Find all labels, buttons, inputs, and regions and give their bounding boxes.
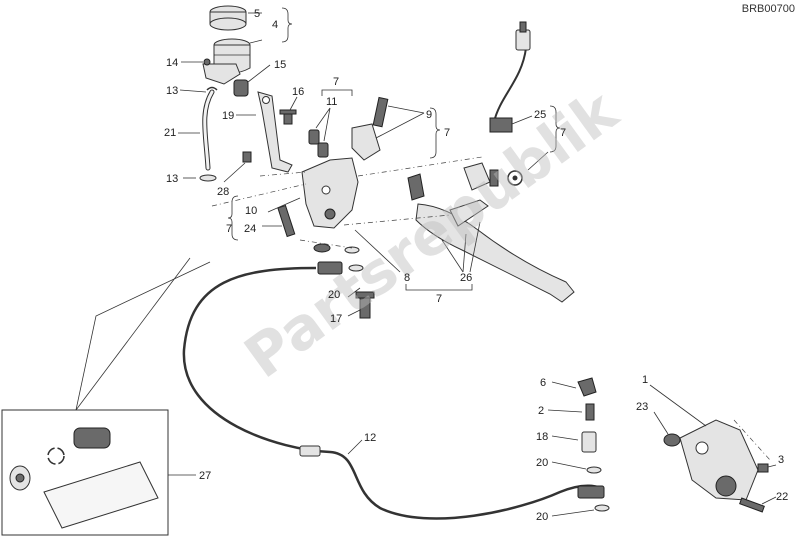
- repair-kit-inset-27[interactable]: [1, 257, 211, 536]
- callout-23: 23: [636, 401, 648, 413]
- bracket-19[interactable]: [257, 91, 293, 173]
- callout-7c: 7: [560, 127, 566, 139]
- washer-left[interactable]: [313, 243, 331, 253]
- callout-2: 2: [538, 405, 544, 417]
- screw-14[interactable]: [203, 58, 211, 66]
- clutch-lever[interactable]: [415, 199, 575, 303]
- bleeder-cap-6[interactable]: [577, 377, 597, 397]
- screw-28[interactable]: [242, 151, 252, 163]
- hose-clip-13-bottom[interactable]: [199, 174, 217, 182]
- callout-7a: 7: [333, 76, 339, 88]
- callout-21: 21: [164, 127, 176, 139]
- banjo-washers-20[interactable]: [344, 246, 364, 272]
- bleeder-valve-2[interactable]: [585, 403, 595, 421]
- callout-16: 16: [292, 86, 304, 98]
- callout-1: 1: [642, 374, 648, 386]
- clutch-hose-12[interactable]: [182, 261, 605, 520]
- callout-7b: 7: [444, 127, 450, 139]
- callout-13b: 13: [166, 173, 178, 185]
- callout-7d: 7: [226, 223, 232, 235]
- callout-12: 12: [364, 432, 376, 444]
- banjo-bolt-17[interactable]: [355, 291, 375, 319]
- master-cylinder-body[interactable]: [301, 157, 359, 229]
- callout-26: 26: [460, 272, 472, 284]
- callout-3: 3: [778, 454, 784, 466]
- gear-icon: [507, 170, 523, 186]
- callout-5: 5: [254, 8, 260, 20]
- lever-pivot-bracket[interactable]: [463, 162, 499, 191]
- hose-clip-13-top[interactable]: [206, 86, 218, 91]
- callout-14: 14: [166, 57, 178, 69]
- diagram-code: BRB00700: [742, 3, 795, 15]
- callout-13a: 13: [166, 85, 178, 97]
- callout-9: 9: [426, 109, 432, 121]
- seal-23[interactable]: [663, 433, 681, 447]
- callout-20b: 20: [536, 457, 548, 469]
- callout-27: 27: [199, 470, 211, 482]
- callout-19: 19: [222, 110, 234, 122]
- callout-18: 18: [536, 431, 548, 443]
- banjo-union-18[interactable]: [581, 431, 597, 453]
- bolt-3[interactable]: [757, 463, 769, 473]
- callout-4: 4: [272, 19, 278, 31]
- pushrod-24[interactable]: [277, 204, 296, 238]
- fittings-11[interactable]: [308, 129, 329, 158]
- callout-7e: 7: [436, 293, 442, 305]
- reservoir-bracket[interactable]: [202, 63, 241, 85]
- screw-22[interactable]: [739, 497, 765, 513]
- callout-20c: 20: [536, 511, 548, 523]
- callout-20a: 20: [328, 289, 340, 301]
- callout-25: 25: [534, 109, 546, 121]
- callout-28: 28: [217, 186, 229, 198]
- callout-8: 8: [404, 272, 410, 284]
- washer-20-mid[interactable]: [586, 466, 602, 474]
- switch-cable-25[interactable]: [489, 21, 531, 133]
- screw-16[interactable]: [279, 109, 297, 125]
- callout-11: 11: [326, 96, 337, 108]
- slave-cylinder-1[interactable]: [679, 419, 759, 501]
- callout-10: 10: [245, 205, 257, 217]
- clamp-9[interactable]: [351, 96, 389, 161]
- callout-15: 15: [274, 59, 286, 71]
- callout-24: 24: [244, 223, 256, 235]
- hose-clamp-15[interactable]: [233, 79, 249, 97]
- callout-6: 6: [540, 377, 546, 389]
- washer-20-low[interactable]: [594, 504, 610, 512]
- reservoir-cap[interactable]: [209, 5, 247, 31]
- lever-adjuster-26[interactable]: [407, 173, 425, 201]
- callout-17: 17: [330, 313, 342, 325]
- callout-22: 22: [776, 491, 788, 503]
- reservoir-hose-21[interactable]: [202, 89, 215, 171]
